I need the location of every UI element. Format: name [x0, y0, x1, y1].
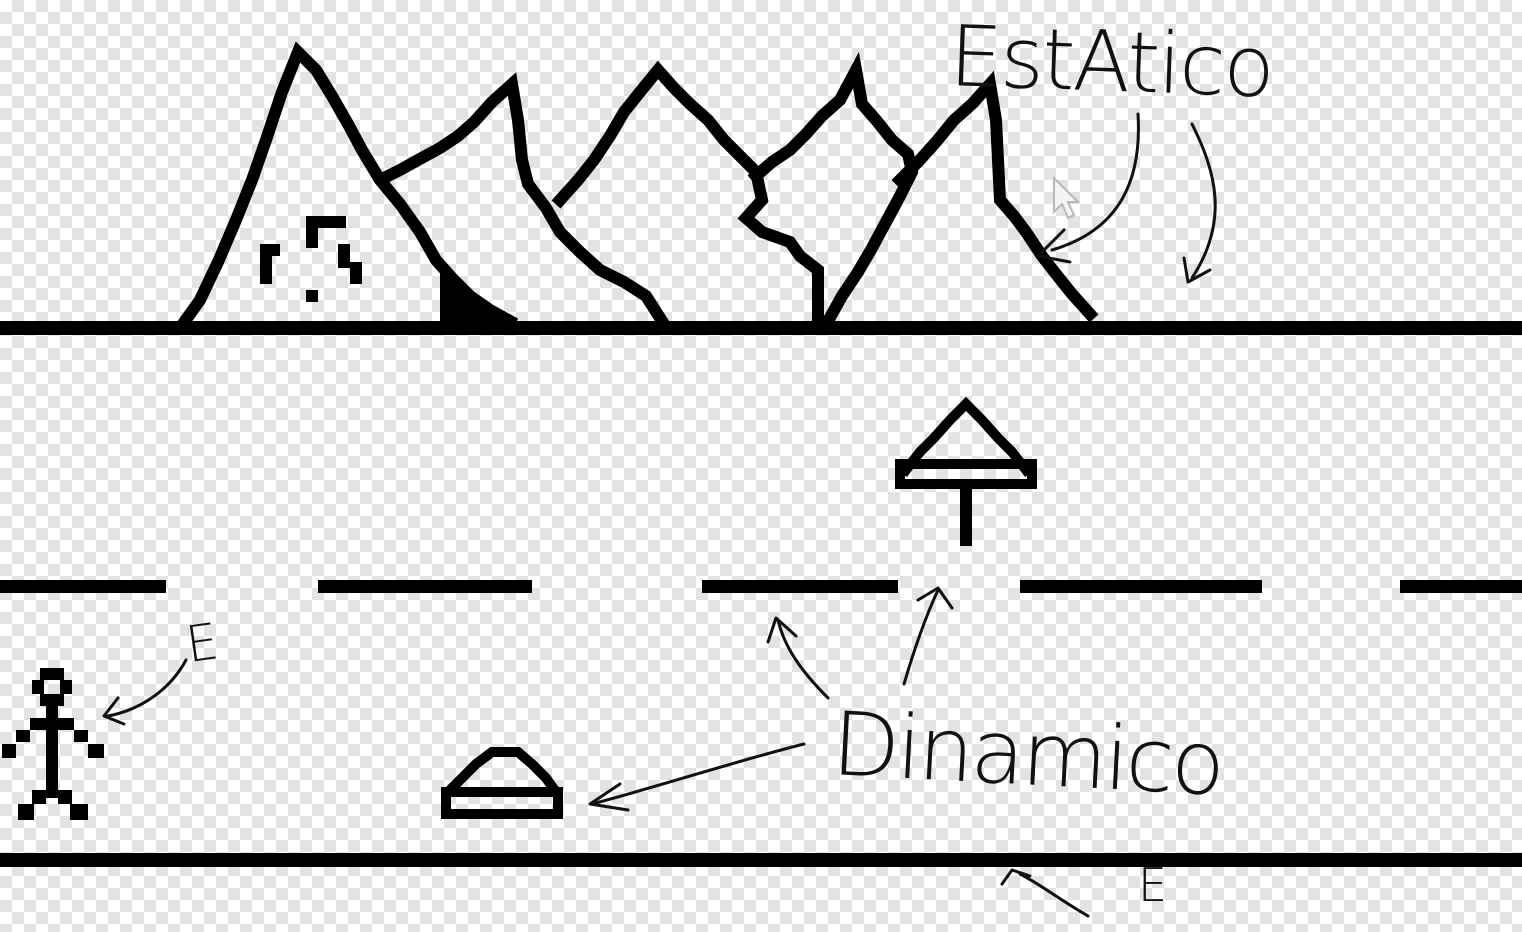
center-dash [1400, 580, 1522, 593]
center-dash [0, 580, 166, 593]
center-dash [1020, 580, 1262, 593]
mountain-range [176, 41, 1099, 330]
mountain-5 [891, 70, 1099, 323]
arrow-dynamic-dash [776, 618, 830, 700]
arrow-dynamic-rock [590, 742, 806, 806]
mountain-3 [551, 60, 824, 327]
road-center-dashes [0, 580, 1522, 593]
tree-trunk [960, 484, 972, 546]
road-top-line [0, 321, 1522, 335]
tree-sprite [895, 396, 1037, 546]
mountain-2 [375, 72, 671, 330]
mountain-1 [176, 41, 519, 330]
mountain-4 [747, 51, 919, 330]
arrow-static-2 [1190, 122, 1217, 280]
arrow-static-2-head [1182, 256, 1212, 284]
arrow-e-left-head [102, 696, 126, 726]
label-dinamico: Dinamico [829, 692, 1225, 816]
arrow-e-bottom-head [1000, 868, 1032, 886]
mountain-1-snow-bottom [440, 262, 516, 321]
arrow-e-left [106, 658, 188, 718]
label-estatico: EstAtico [947, 7, 1275, 117]
arrow-e-bottom [1018, 872, 1090, 918]
mountain-snow-spots [260, 216, 362, 302]
center-dash [702, 580, 898, 593]
road-bottom-line [0, 853, 1522, 867]
arrow-dynamic-tree [902, 588, 940, 686]
arrow-dynamic-dash-head [766, 616, 798, 644]
mouse-pointer-icon [1053, 175, 1081, 220]
arrow-static-1 [1050, 112, 1140, 252]
arrow-dynamic-rock-head [588, 782, 630, 812]
arrow-dynamic-tree-head [916, 586, 954, 610]
rock-sprite [441, 747, 563, 819]
arrow-static-1-head [1036, 228, 1072, 264]
label-e-left: E [182, 612, 222, 674]
label-e-bottom: E [1138, 858, 1168, 912]
annotation-arrows [102, 112, 1217, 918]
center-dash [318, 580, 532, 593]
stickman-sprite [2, 668, 104, 820]
